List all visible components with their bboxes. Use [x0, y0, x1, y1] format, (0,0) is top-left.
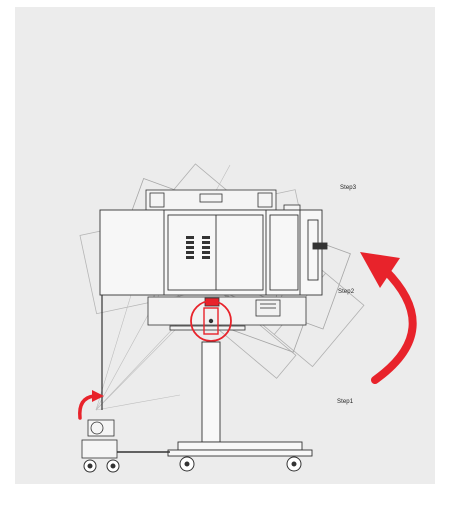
mount-bracket: [147, 296, 307, 331]
vent-grille: [186, 236, 210, 259]
stand-wheels: [83, 456, 302, 473]
pivot-highlight-circle: [190, 300, 232, 342]
machine-main-body: [99, 209, 328, 296]
stand-column: [167, 341, 313, 457]
rotate-arrow-large: [360, 252, 417, 384]
winch-cart: [81, 295, 170, 459]
step1-label: Step1: [337, 399, 354, 405]
step3-label: Step3: [340, 185, 357, 191]
step2-label: Step2: [338, 289, 355, 295]
rotate-arrow-small: [78, 390, 104, 420]
machine-top-handle: [145, 189, 301, 212]
